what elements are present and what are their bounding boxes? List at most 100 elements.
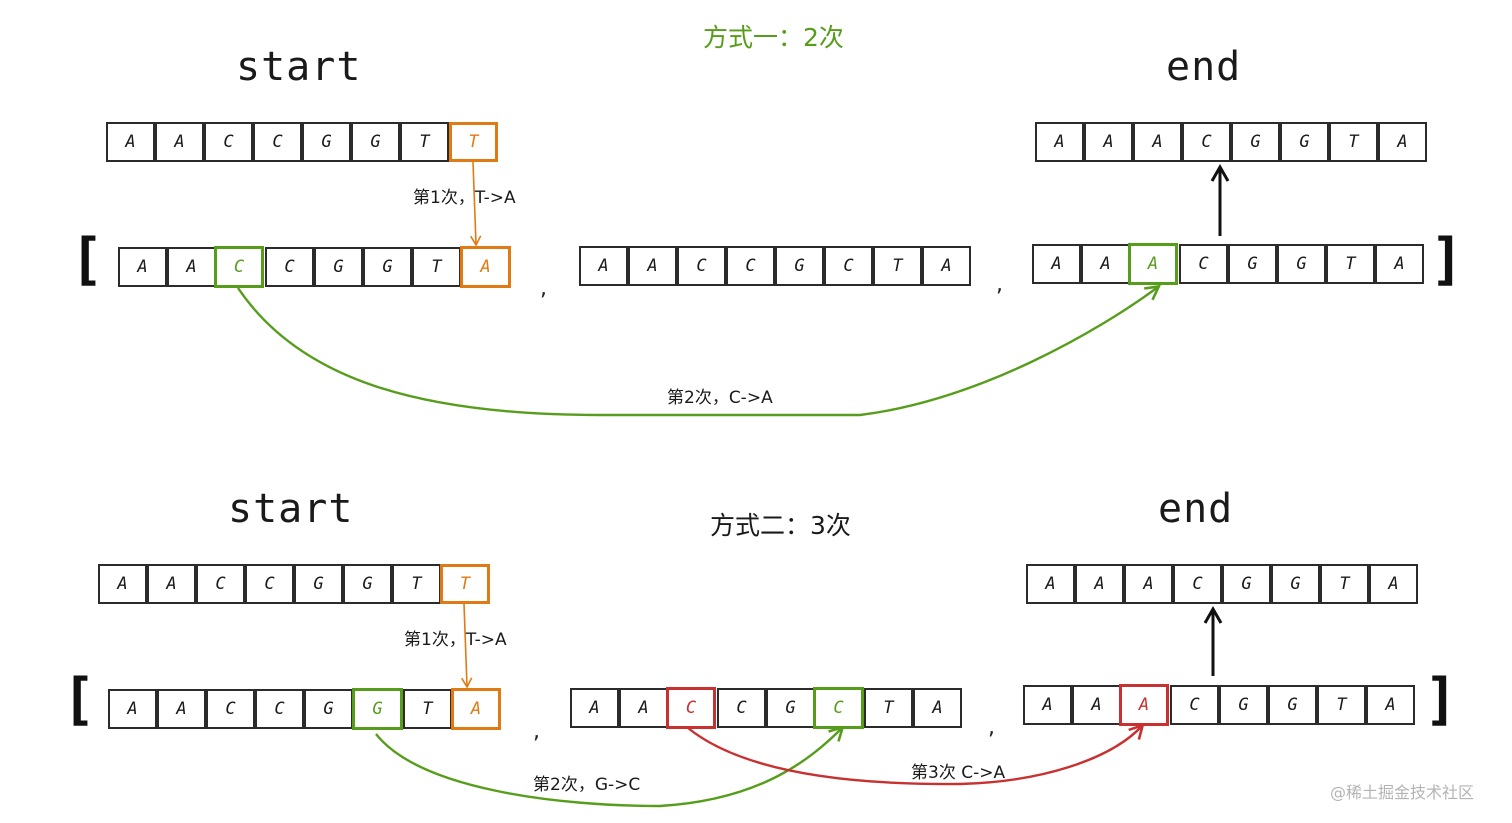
m2-end-cell: G xyxy=(1271,564,1320,604)
m1-list1-cell: A xyxy=(167,247,216,287)
m1-step1-label: 第1次，T->A xyxy=(413,188,516,208)
m2-list2-cell-highlight: C xyxy=(666,687,716,729)
m1-end-cell: G xyxy=(1280,122,1329,162)
m1-start-cell: A xyxy=(155,122,204,162)
m1-start-cell: T xyxy=(400,122,449,162)
m2-list3-cell: A xyxy=(1366,685,1415,725)
m2-start-cell: C xyxy=(196,564,245,604)
m1-list2-cell: G xyxy=(775,246,824,286)
m1-separator-1: , xyxy=(540,276,547,301)
m1-list1-cell: G xyxy=(314,247,363,287)
m2-end-cell: T xyxy=(1320,564,1369,604)
m2-open-bracket: [ xyxy=(62,667,96,732)
m2-list2-cell-highlight: C xyxy=(813,687,864,729)
m2-separator-2: , xyxy=(988,715,995,740)
m1-list2-cell: C xyxy=(726,246,775,286)
m2-start-cell: G xyxy=(343,564,392,604)
m2-end-cell: A xyxy=(1075,564,1124,604)
m2-step3-label: 第3次 C->A xyxy=(911,763,1006,783)
m2-end-label: end xyxy=(1158,486,1234,532)
m1-end-cell: A xyxy=(1133,122,1182,162)
m1-end-cell: G xyxy=(1231,122,1280,162)
m1-end-cell: A xyxy=(1378,122,1427,162)
m1-list3-cell: A xyxy=(1081,244,1130,284)
m1-list2-cell: A xyxy=(628,246,677,286)
m2-end-cell: A xyxy=(1124,564,1173,604)
m1-list3-cell: A xyxy=(1032,244,1081,284)
m1-step1-arrow xyxy=(470,161,482,247)
m2-step2-label: 第2次，G->C xyxy=(533,775,641,795)
m2-start-cell: A xyxy=(147,564,196,604)
m2-list1-cell: G xyxy=(304,689,353,729)
m2-list3-cell: T xyxy=(1317,685,1366,725)
m2-list1-cell: A xyxy=(157,689,206,729)
m1-list1-cell-highlight: C xyxy=(214,246,264,288)
m1-start-cell-highlight: T xyxy=(449,122,498,162)
m1-step2-arrow xyxy=(237,284,1162,417)
m1-end-cell: A xyxy=(1084,122,1133,162)
m1-list3-cell: G xyxy=(1277,244,1326,284)
m2-list3-cell: A xyxy=(1023,685,1072,725)
m1-open-bracket: [ xyxy=(70,227,104,292)
m1-separator-2: , xyxy=(996,272,1003,297)
m2-list1-cell: C xyxy=(206,689,255,729)
m1-end-cell: T xyxy=(1329,122,1378,162)
m1-list2-cell: A xyxy=(579,246,628,286)
m2-start-label: start xyxy=(228,486,354,532)
m2-list2-cell: T xyxy=(864,688,913,728)
m1-step2-label: 第2次，C->A xyxy=(667,388,773,408)
m2-end-cell: G xyxy=(1222,564,1271,604)
m2-step1-label: 第1次，T->A xyxy=(404,630,507,650)
m2-list3-cell-highlight: A xyxy=(1119,684,1169,726)
m2-list1-cell: C xyxy=(255,689,304,729)
m2-start-cell: T xyxy=(392,564,441,604)
m1-end-cell: C xyxy=(1182,122,1231,162)
m2-start-cell: C xyxy=(245,564,294,604)
m1-start-label: start xyxy=(236,44,362,90)
m1-list1-cell: T xyxy=(412,247,461,287)
m1-list3-cell: T xyxy=(1326,244,1375,284)
m2-list1-cell: A xyxy=(108,689,157,729)
m1-start-cell: G xyxy=(351,122,400,162)
m1-end-cell: A xyxy=(1035,122,1084,162)
m1-start-cell: C xyxy=(204,122,253,162)
m1-list2-cell: C xyxy=(824,246,873,286)
m1-end-label: end xyxy=(1166,44,1242,90)
m2-step1-arrow xyxy=(461,603,473,689)
m2-title: 方式二：3次 xyxy=(710,511,851,540)
m2-start-cell: A xyxy=(98,564,147,604)
m1-start-cell: A xyxy=(106,122,155,162)
m1-list2-cell: A xyxy=(922,246,971,286)
m1-list3-cell: C xyxy=(1179,244,1228,284)
m1-title: 方式一：2次 xyxy=(703,23,844,52)
m2-list2-cell: G xyxy=(766,688,815,728)
m1-list2-cell: T xyxy=(873,246,922,286)
m1-list1-cell-highlight: A xyxy=(460,246,511,288)
m1-list1-cell: A xyxy=(118,247,167,287)
m1-list1-cell: G xyxy=(363,247,412,287)
m2-list2-cell: A xyxy=(913,688,962,728)
m2-step3-arrow xyxy=(687,723,1145,786)
m2-start-cell: G xyxy=(294,564,343,604)
m1-start-cell: C xyxy=(253,122,302,162)
m2-list2-cell: A xyxy=(570,688,619,728)
m2-start-cell-highlight: T xyxy=(440,564,490,604)
m1-list3-cell-highlight: A xyxy=(1128,243,1178,285)
watermark: @稀土掘金技术社区 xyxy=(1330,783,1475,802)
m2-list2-cell: C xyxy=(717,688,766,728)
m2-end-cell: A xyxy=(1369,564,1418,604)
m2-list3-cell: G xyxy=(1219,685,1268,725)
m2-list1-cell-highlight: G xyxy=(352,688,403,730)
m1-list2-cell: C xyxy=(677,246,726,286)
m2-list3-cell: A xyxy=(1072,685,1121,725)
m2-list1-cell: T xyxy=(403,689,452,729)
m2-separator-1: , xyxy=(533,719,540,744)
m1-close-bracket: ] xyxy=(1430,227,1464,292)
m1-start-cell: G xyxy=(302,122,351,162)
m2-list1-cell-highlight: A xyxy=(451,688,501,730)
m2-step2-arrow xyxy=(375,725,845,808)
m1-list3-cell: A xyxy=(1375,244,1424,284)
m2-list3-cell: C xyxy=(1170,685,1219,725)
